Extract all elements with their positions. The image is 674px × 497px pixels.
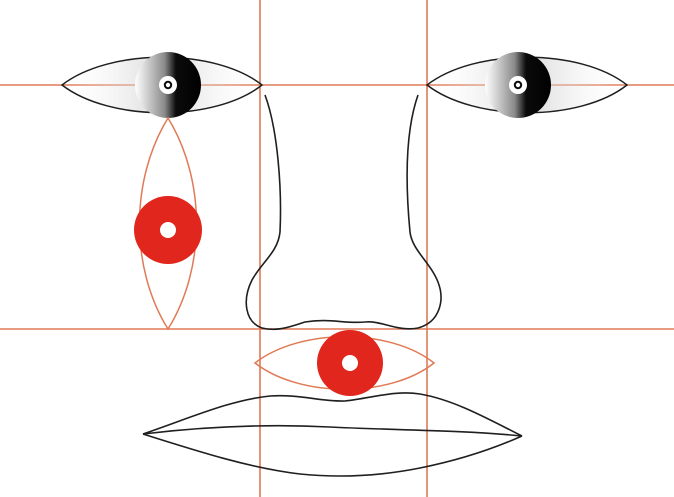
nose-outline: [246, 95, 441, 329]
left-eye-icon: [62, 52, 262, 118]
lips-outline: [143, 393, 522, 476]
vertical-eye-icon: [134, 118, 202, 329]
right-eye-icon: [427, 52, 627, 118]
nose-eye-icon: [255, 330, 434, 396]
